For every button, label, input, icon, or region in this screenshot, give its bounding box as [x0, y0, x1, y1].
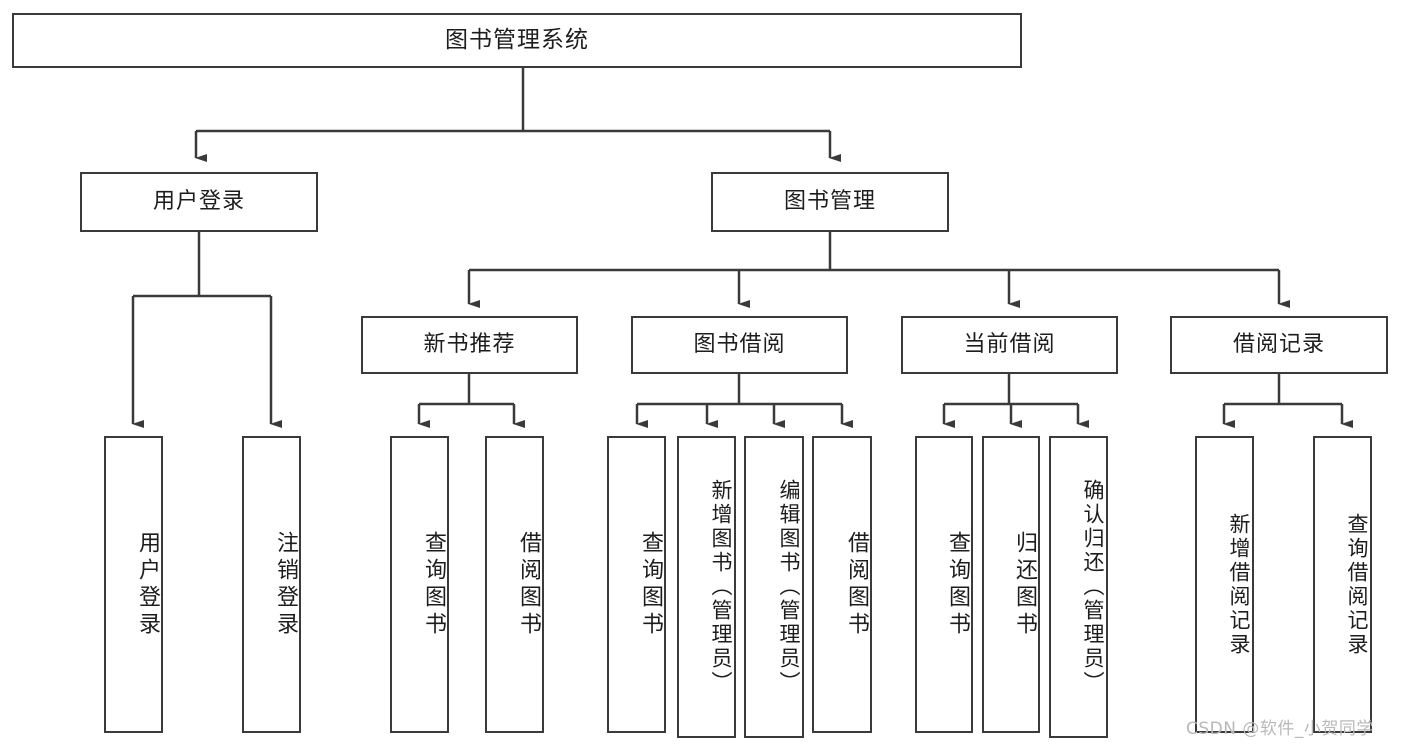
leaf-borrow-query-book[interactable]: 查询图书 [607, 436, 666, 733]
node-root-system[interactable]: 图书管理系统 [12, 13, 1022, 68]
node-label: 注销登录 [273, 530, 298, 639]
node-user-login[interactable]: 用户登录 [80, 172, 318, 232]
node-new-book-recommend[interactable]: 新书推荐 [361, 316, 578, 374]
leaf-current-query-book[interactable]: 查询图书 [915, 436, 973, 733]
leaf-current-return-book[interactable]: 归还图书 [982, 436, 1040, 733]
node-label: 当前借阅 [963, 331, 1056, 357]
node-label: 查询图书 [421, 530, 446, 639]
node-label: 图书管理系统 [445, 26, 589, 53]
leaf-borrow-borrow-book[interactable]: 借阅图书 [812, 436, 872, 733]
node-label: 借阅图书 [516, 530, 541, 639]
leaf-borrow-edit-book-admin[interactable]: 编辑图书（管理员） [744, 436, 804, 738]
node-label: 编辑图书（管理员） [777, 479, 801, 695]
leaf-user-login-signin[interactable]: 用户登录 [104, 436, 163, 733]
leaf-record-query-record[interactable]: 查询借阅记录 [1313, 436, 1372, 733]
node-label: 图书管理 [783, 188, 876, 214]
node-label: 新增借阅记录 [1227, 512, 1251, 657]
node-label: 确认归还（管理员） [1081, 479, 1105, 695]
node-label: 查询图书 [638, 530, 663, 639]
leaf-current-confirm-return-admin[interactable]: 确认归还（管理员） [1049, 436, 1108, 738]
node-label: 借阅记录 [1232, 331, 1325, 357]
node-label: 新增图书（管理员） [709, 479, 733, 695]
node-label: 归还图书 [1012, 530, 1037, 639]
node-label: 查询图书 [945, 530, 970, 639]
node-label: 用户登录 [135, 530, 160, 639]
node-label: 借阅图书 [844, 530, 869, 639]
node-borrow-record[interactable]: 借阅记录 [1170, 316, 1388, 374]
node-book-management[interactable]: 图书管理 [711, 172, 949, 232]
node-label: 用户登录 [152, 188, 245, 214]
node-label: 查询借阅记录 [1345, 512, 1369, 657]
leaf-user-login-logout[interactable]: 注销登录 [242, 436, 301, 733]
leaf-borrow-add-book-admin[interactable]: 新增图书（管理员） [677, 436, 736, 738]
node-label: 新书推荐 [423, 331, 516, 357]
leaf-recommend-query-book[interactable]: 查询图书 [390, 436, 449, 733]
node-current-borrow[interactable]: 当前借阅 [901, 316, 1118, 374]
node-label: 图书借阅 [693, 331, 786, 357]
leaf-record-add-record[interactable]: 新增借阅记录 [1195, 436, 1254, 733]
leaf-recommend-borrow-book[interactable]: 借阅图书 [485, 436, 544, 733]
node-book-borrow[interactable]: 图书借阅 [631, 316, 848, 374]
